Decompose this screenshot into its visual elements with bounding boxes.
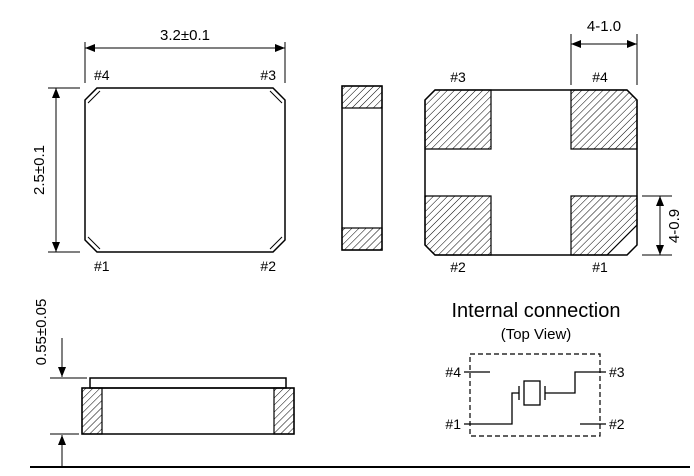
internal-connection-pin-4-label: #4: [445, 364, 461, 380]
top-view-pin-2-label: #2: [260, 258, 276, 274]
bottom-view-pin-1-label: #1: [592, 259, 608, 275]
bottom-view-pad-1: [570, 195, 638, 256]
bottom-view: [424, 89, 638, 256]
side-view-hatch-bottom: [341, 227, 383, 251]
top-view-height-dimension: 2.5±0.1: [31, 145, 48, 195]
corner-castellation-mark: [87, 90, 101, 104]
internal-connection-subtitle: (Top View): [501, 326, 572, 343]
side-view-body: [341, 85, 383, 251]
bottom-view-pad-2: [424, 195, 492, 256]
bottom-view-pin-2-label: #2: [450, 259, 466, 275]
front-view-body: [81, 387, 295, 435]
top-view-outline: [84, 87, 286, 253]
bottom-view-pin-4-label: #4: [592, 69, 608, 85]
internal-connection-pin-3-label: #3: [609, 364, 625, 380]
front-view-lid: [89, 377, 287, 389]
top-view-pin-1-label: #1: [94, 258, 110, 274]
connection-line-pin3: [545, 371, 606, 394]
internal-connection-title: Internal connection: [451, 300, 620, 322]
bottom-view-pad-height-dimension: 4-0.9: [666, 209, 683, 243]
top-view-pin-4-label: #4: [94, 67, 110, 83]
front-view: [81, 377, 295, 435]
front-view-terminal-left: [81, 387, 103, 435]
front-view-terminal-right: [273, 387, 295, 435]
connection-line-pin1: [464, 392, 519, 425]
bottom-view-pad-3: [424, 89, 492, 150]
top-view-width-dimension: 3.2±0.1: [160, 27, 210, 44]
internal-connection-pin-1-label: #1: [445, 416, 461, 432]
bottom-view-pin-3-label: #3: [450, 69, 466, 85]
internal-connection-pin-2-label: #2: [609, 416, 625, 432]
internal-connection-outline: [469, 353, 601, 437]
bottom-view-pad-4: [570, 89, 638, 150]
corner-castellation-mark: [269, 90, 283, 104]
top-view: [84, 87, 286, 253]
corner-castellation-mark: [87, 236, 101, 250]
crystal-symbol: [523, 380, 541, 406]
internal-connection-schematic: [464, 353, 606, 437]
top-view-pin-3-label: #3: [260, 67, 276, 83]
bottom-view-pad-width-dimension: 4-1.0: [587, 18, 621, 35]
bottom-view-dimensions: [570, 34, 672, 256]
front-view-height-dimension: 0.55±0.05: [33, 299, 50, 366]
top-view-dimensions: [48, 42, 286, 253]
side-view: [341, 85, 383, 251]
front-view-dimensions: [30, 338, 690, 468]
side-view-hatch-top: [341, 85, 383, 109]
corner-castellation-mark: [269, 236, 283, 250]
